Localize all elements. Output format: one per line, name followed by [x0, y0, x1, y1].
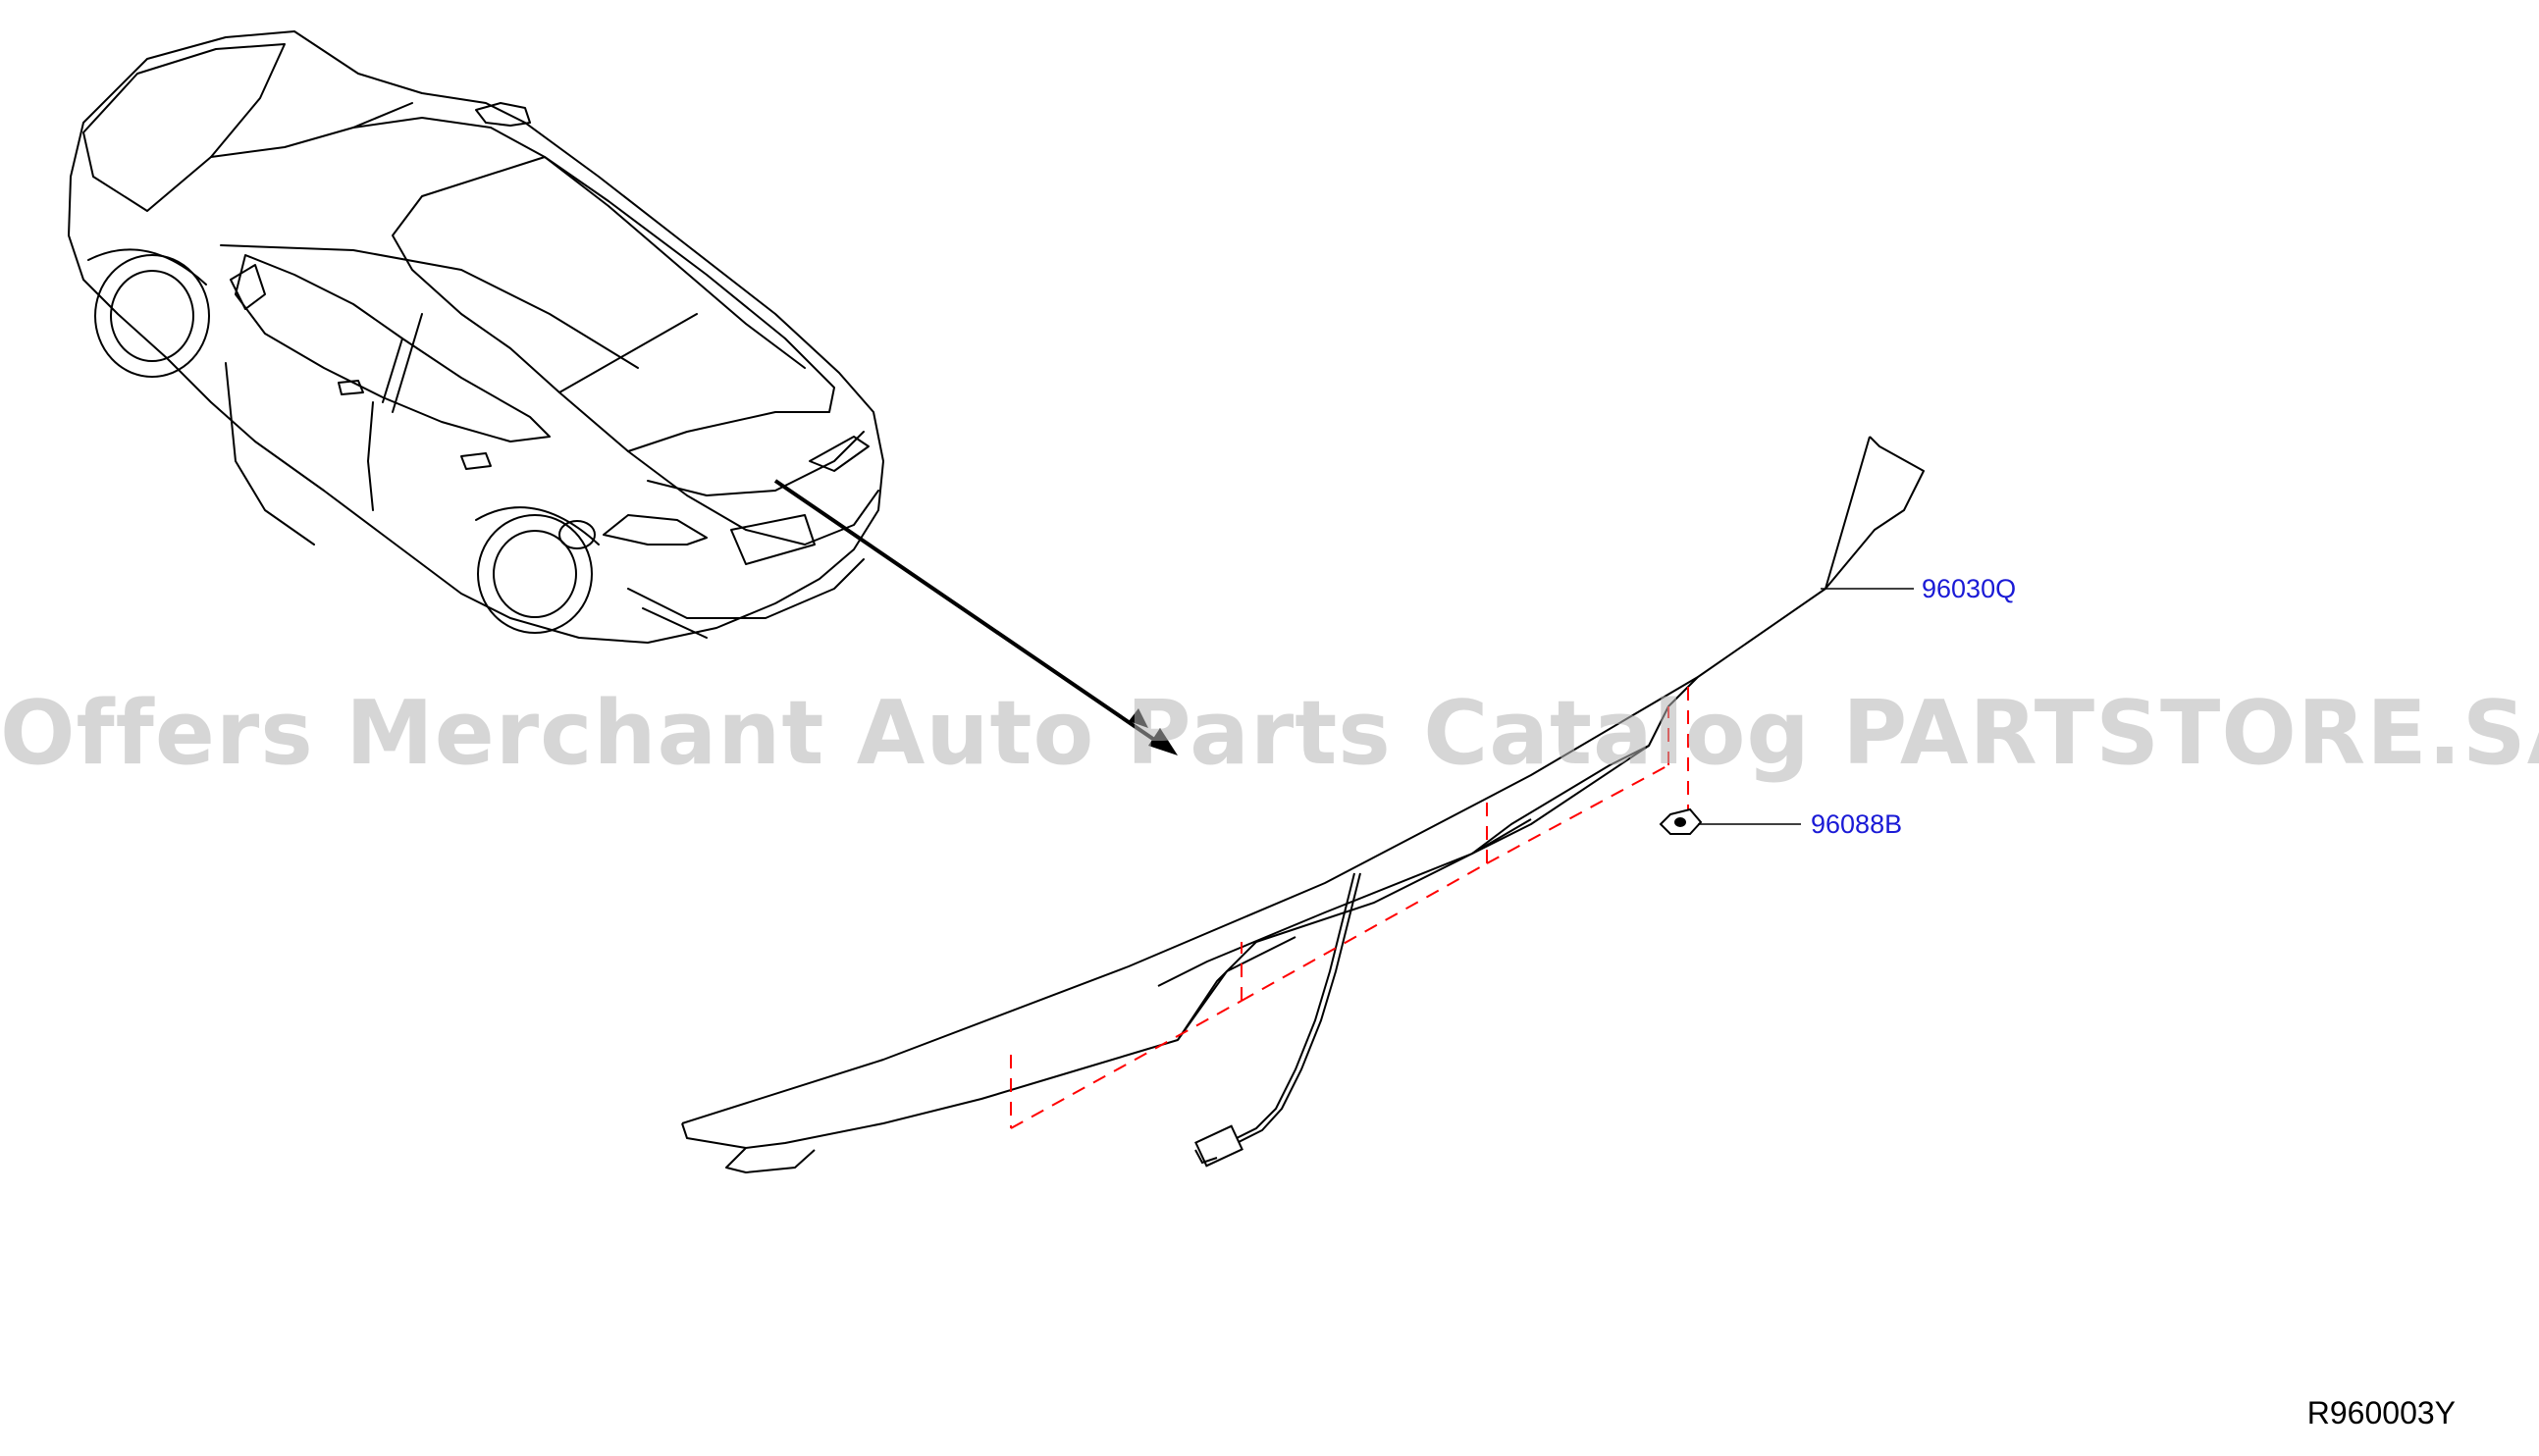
watermark-text: Offers Merchant Auto Parts Catalog PARTS… [0, 682, 2539, 785]
leader-arrow [773, 479, 1178, 755]
clip-part [1659, 807, 1703, 835]
callout-part-96030q[interactable]: 96030Q [1922, 574, 2017, 603]
car-illustration [68, 30, 884, 644]
rear-spoiler-part [681, 436, 1925, 1173]
assembly-guide-lines [1010, 687, 1689, 1129]
callout-part-96088b[interactable]: 96088B [1811, 809, 1903, 839]
diagram-code: R960003Y [2306, 1395, 2456, 1430]
callout-leaders [1698, 588, 1914, 825]
wire-harness [1194, 872, 1361, 1168]
